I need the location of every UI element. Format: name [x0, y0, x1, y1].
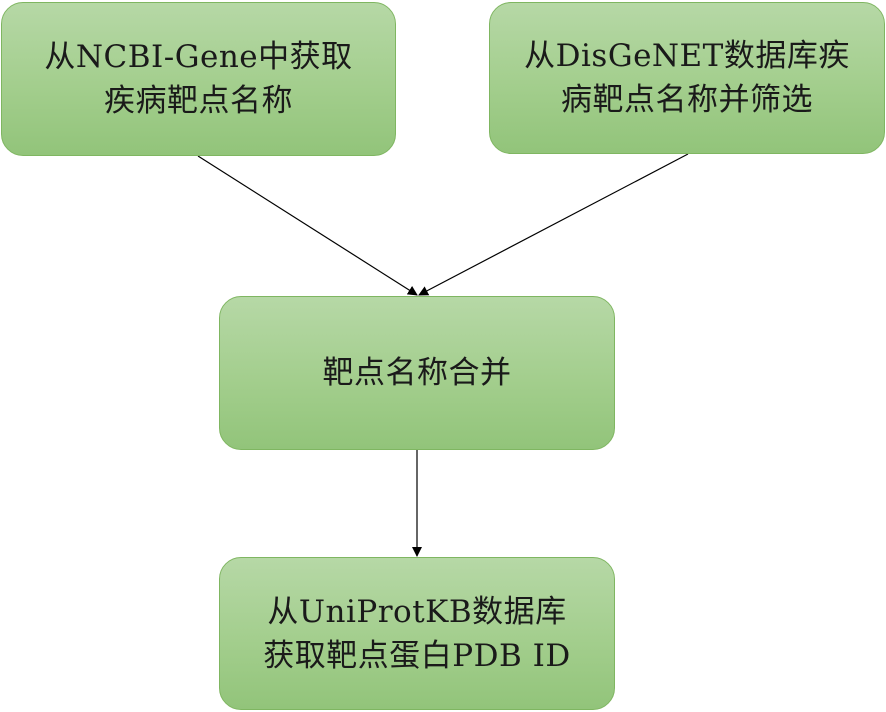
node-disgenet-line-2: 病靶点名称并筛选 [561, 82, 813, 118]
node-disgenet-line-1: 从DisGeNET数据库疾 [524, 38, 850, 74]
node-disgenet: 从DisGeNET数据库疾 病靶点名称并筛选 [489, 2, 885, 154]
node-uniprotkb-line-1: 从UniProtKB数据库 [267, 593, 567, 630]
node-uniprotkb-line-2: 获取靶点蛋白PDB ID [263, 637, 571, 674]
node-ncbi-gene-line-1: 从NCBI-Gene中获取 [44, 39, 353, 75]
node-uniprotkb: 从UniProtKB数据库 获取靶点蛋白PDB ID [219, 557, 615, 710]
node-ncbi-gene: 从NCBI-Gene中获取 疾病靶点名称 [1, 2, 396, 156]
node-target-merge-line-1: 靶点名称合并 [322, 355, 512, 391]
edge-ncbi-to-merge [197, 155, 418, 296]
node-target-merge: 靶点名称合并 [219, 296, 615, 450]
edge-disgenet-to-merge [418, 153, 689, 296]
node-ncbi-gene-line-2: 疾病靶点名称 [103, 83, 293, 119]
